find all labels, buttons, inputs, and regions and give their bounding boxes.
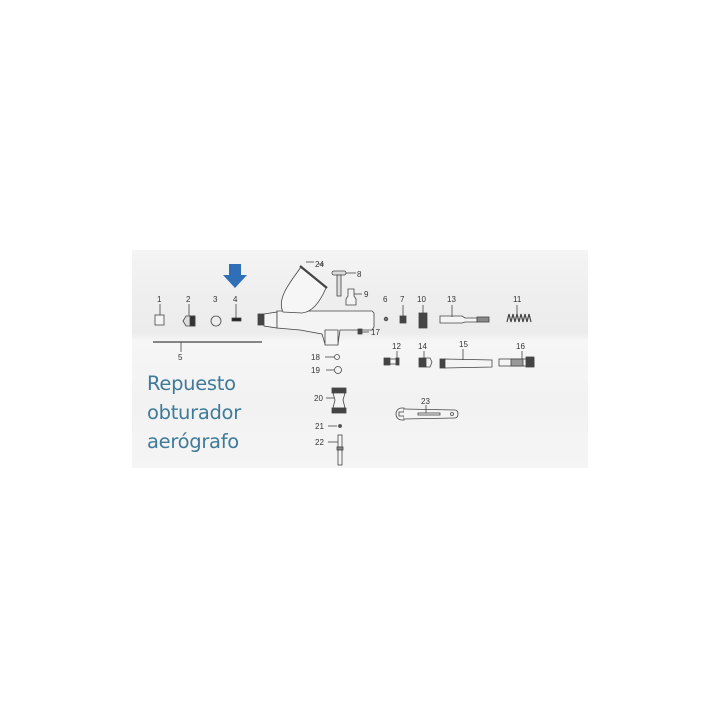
svg-text:11: 11 <box>513 295 522 304</box>
part-23: 23 <box>395 397 459 421</box>
svg-text:19: 19 <box>311 366 320 375</box>
svg-text:16: 16 <box>516 342 525 351</box>
svg-text:1: 1 <box>157 295 162 304</box>
part-21: 21 <box>315 422 342 431</box>
svg-text:12: 12 <box>392 342 401 351</box>
part-5: 5 <box>153 341 262 362</box>
part-18: 18 <box>311 353 340 362</box>
part-11: 11 <box>506 295 532 323</box>
svg-text:20: 20 <box>314 394 323 403</box>
airbrush-body <box>257 261 375 346</box>
svg-text:23: 23 <box>421 397 430 406</box>
part-22: 22 <box>315 434 344 466</box>
svg-text:18: 18 <box>311 353 320 362</box>
svg-text:13: 13 <box>447 295 456 304</box>
part-2: 2 <box>182 295 196 327</box>
svg-text:22: 22 <box>315 438 324 447</box>
label-24: 24 <box>315 260 324 269</box>
part-6: 6 <box>383 295 389 322</box>
part-7: 7 <box>399 295 407 324</box>
part-19: 19 <box>311 366 342 375</box>
svg-text:4: 4 <box>233 295 238 304</box>
part-13: 13 <box>439 295 490 324</box>
svg-text:14: 14 <box>418 342 427 351</box>
part-16: 16 <box>498 342 535 368</box>
svg-text:10: 10 <box>417 295 426 304</box>
svg-text:2: 2 <box>186 295 191 304</box>
svg-text:5: 5 <box>178 353 183 362</box>
part-3: 3 <box>210 295 222 327</box>
part-20: 20 <box>314 387 347 414</box>
caption: Repuesto obturador aerógrafo <box>147 369 267 456</box>
label-8: 8 <box>357 270 362 279</box>
part-12: 12 <box>383 342 401 366</box>
svg-text:7: 7 <box>400 295 405 304</box>
caption-line-3: aerógrafo <box>147 430 239 453</box>
part-14: 14 <box>418 342 433 368</box>
part-1: 1 <box>154 295 165 326</box>
caption-line-2: obturador <box>147 401 241 424</box>
caption-line-1: Repuesto <box>147 372 236 395</box>
part-10: 10 <box>417 295 428 329</box>
svg-text:3: 3 <box>213 295 218 304</box>
part-4: 4 <box>231 295 242 322</box>
svg-text:15: 15 <box>459 340 468 349</box>
label-17: 17 <box>371 328 380 337</box>
svg-text:21: 21 <box>315 422 324 431</box>
label-9: 9 <box>364 290 369 299</box>
part-15: 15 <box>439 340 493 369</box>
highlight-arrow-icon <box>223 264 247 288</box>
svg-text:6: 6 <box>383 295 388 304</box>
